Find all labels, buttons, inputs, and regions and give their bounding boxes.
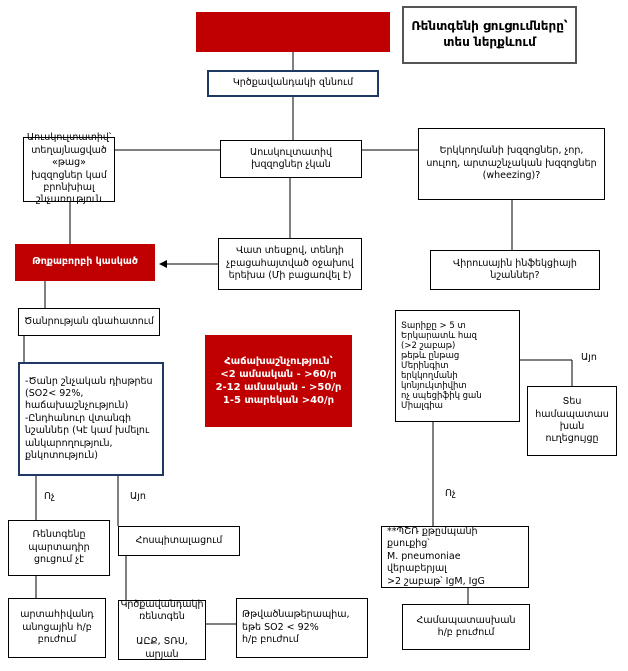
hospitalization-box: Հոսպիտալացում — [118, 526, 240, 556]
tachypnea-line: 1-5 տարեկան >40/ր — [222, 395, 335, 406]
tachypnea-box: Հաճախաշնչություն՝ <2 ամսական - >60/ր 2-1… — [205, 335, 352, 427]
oxygen-therapy-box: Թթվածնաթերապիա, եթե SO2 < 92% հ/բ բուժու… — [236, 598, 368, 658]
viral-signs-box: Վիրուսային ինֆեկցիայի նշաններ? — [430, 250, 600, 290]
right-top-box: Երկկողմանի խզզոցներ, չոր, սուլող, արտաշն… — [418, 128, 605, 200]
auscultation-box: Կրծքավանդակի զննում — [207, 70, 379, 97]
xray-not-required-box: Ռենտգենը պարտադիր ցուցում չէ — [8, 520, 110, 576]
see-guideline-box: Տես համապատաս խան ուղեցույցը — [527, 386, 617, 456]
danger-signs-box: -Ծանր շնչական դիսթրես (SO2< 92%, հաճախաշ… — [18, 362, 164, 476]
severity-assessment-box: Ծանրության գնահատում — [18, 308, 160, 336]
pcr-box: **ՊՇՌ քթըմպանի քսուքից՝ M. pneumoniae վե… — [381, 526, 529, 588]
no-label-left: Ոչ — [44, 491, 55, 502]
appropriate-treatment-box: Համապատասխան հ/բ բուժում — [402, 604, 530, 650]
title-box: Ռենտգենի ցուցումները՝ տես ներքևում — [402, 6, 577, 64]
outpatient-treatment-box: արտահիվանդ անոցային հ/բ բուժում — [8, 598, 106, 658]
top-red-box — [196, 12, 390, 52]
pneumonia-suspicion-box: Թոքաբորբի կասկած — [15, 244, 155, 281]
chest-xray-box: Կրծքավանդակի ռենտգեն ԱԸՔ, ՏՌՍ, արյան — [118, 599, 206, 660]
yes-label-right: Այո — [581, 352, 597, 363]
febrile-child-box: Վատ տեսքով, տենդի չբացահայտված օջախով եր… — [218, 238, 362, 290]
center-top-box: Աուսկուլտատիվ խզզոցներ չկան — [220, 140, 362, 178]
tachypnea-title: Հաճախաշնչություն՝ — [224, 356, 333, 367]
tachypnea-line: 2-12 ամսական - >50/ր — [215, 382, 342, 393]
left-top-box: Աուսկուլտատիվ՝ տեղայնացված «թաց» խզզոցնե… — [23, 132, 115, 205]
no-label-right: Ոչ — [445, 488, 456, 499]
age-criteria-box: Տարիքը > 5 տ Երկարատև հազ (>2 շաբաթ) թեթ… — [395, 310, 520, 422]
yes-label-left: Այո — [130, 491, 146, 502]
tachypnea-line: <2 ամսական - >60/ր — [220, 369, 337, 380]
